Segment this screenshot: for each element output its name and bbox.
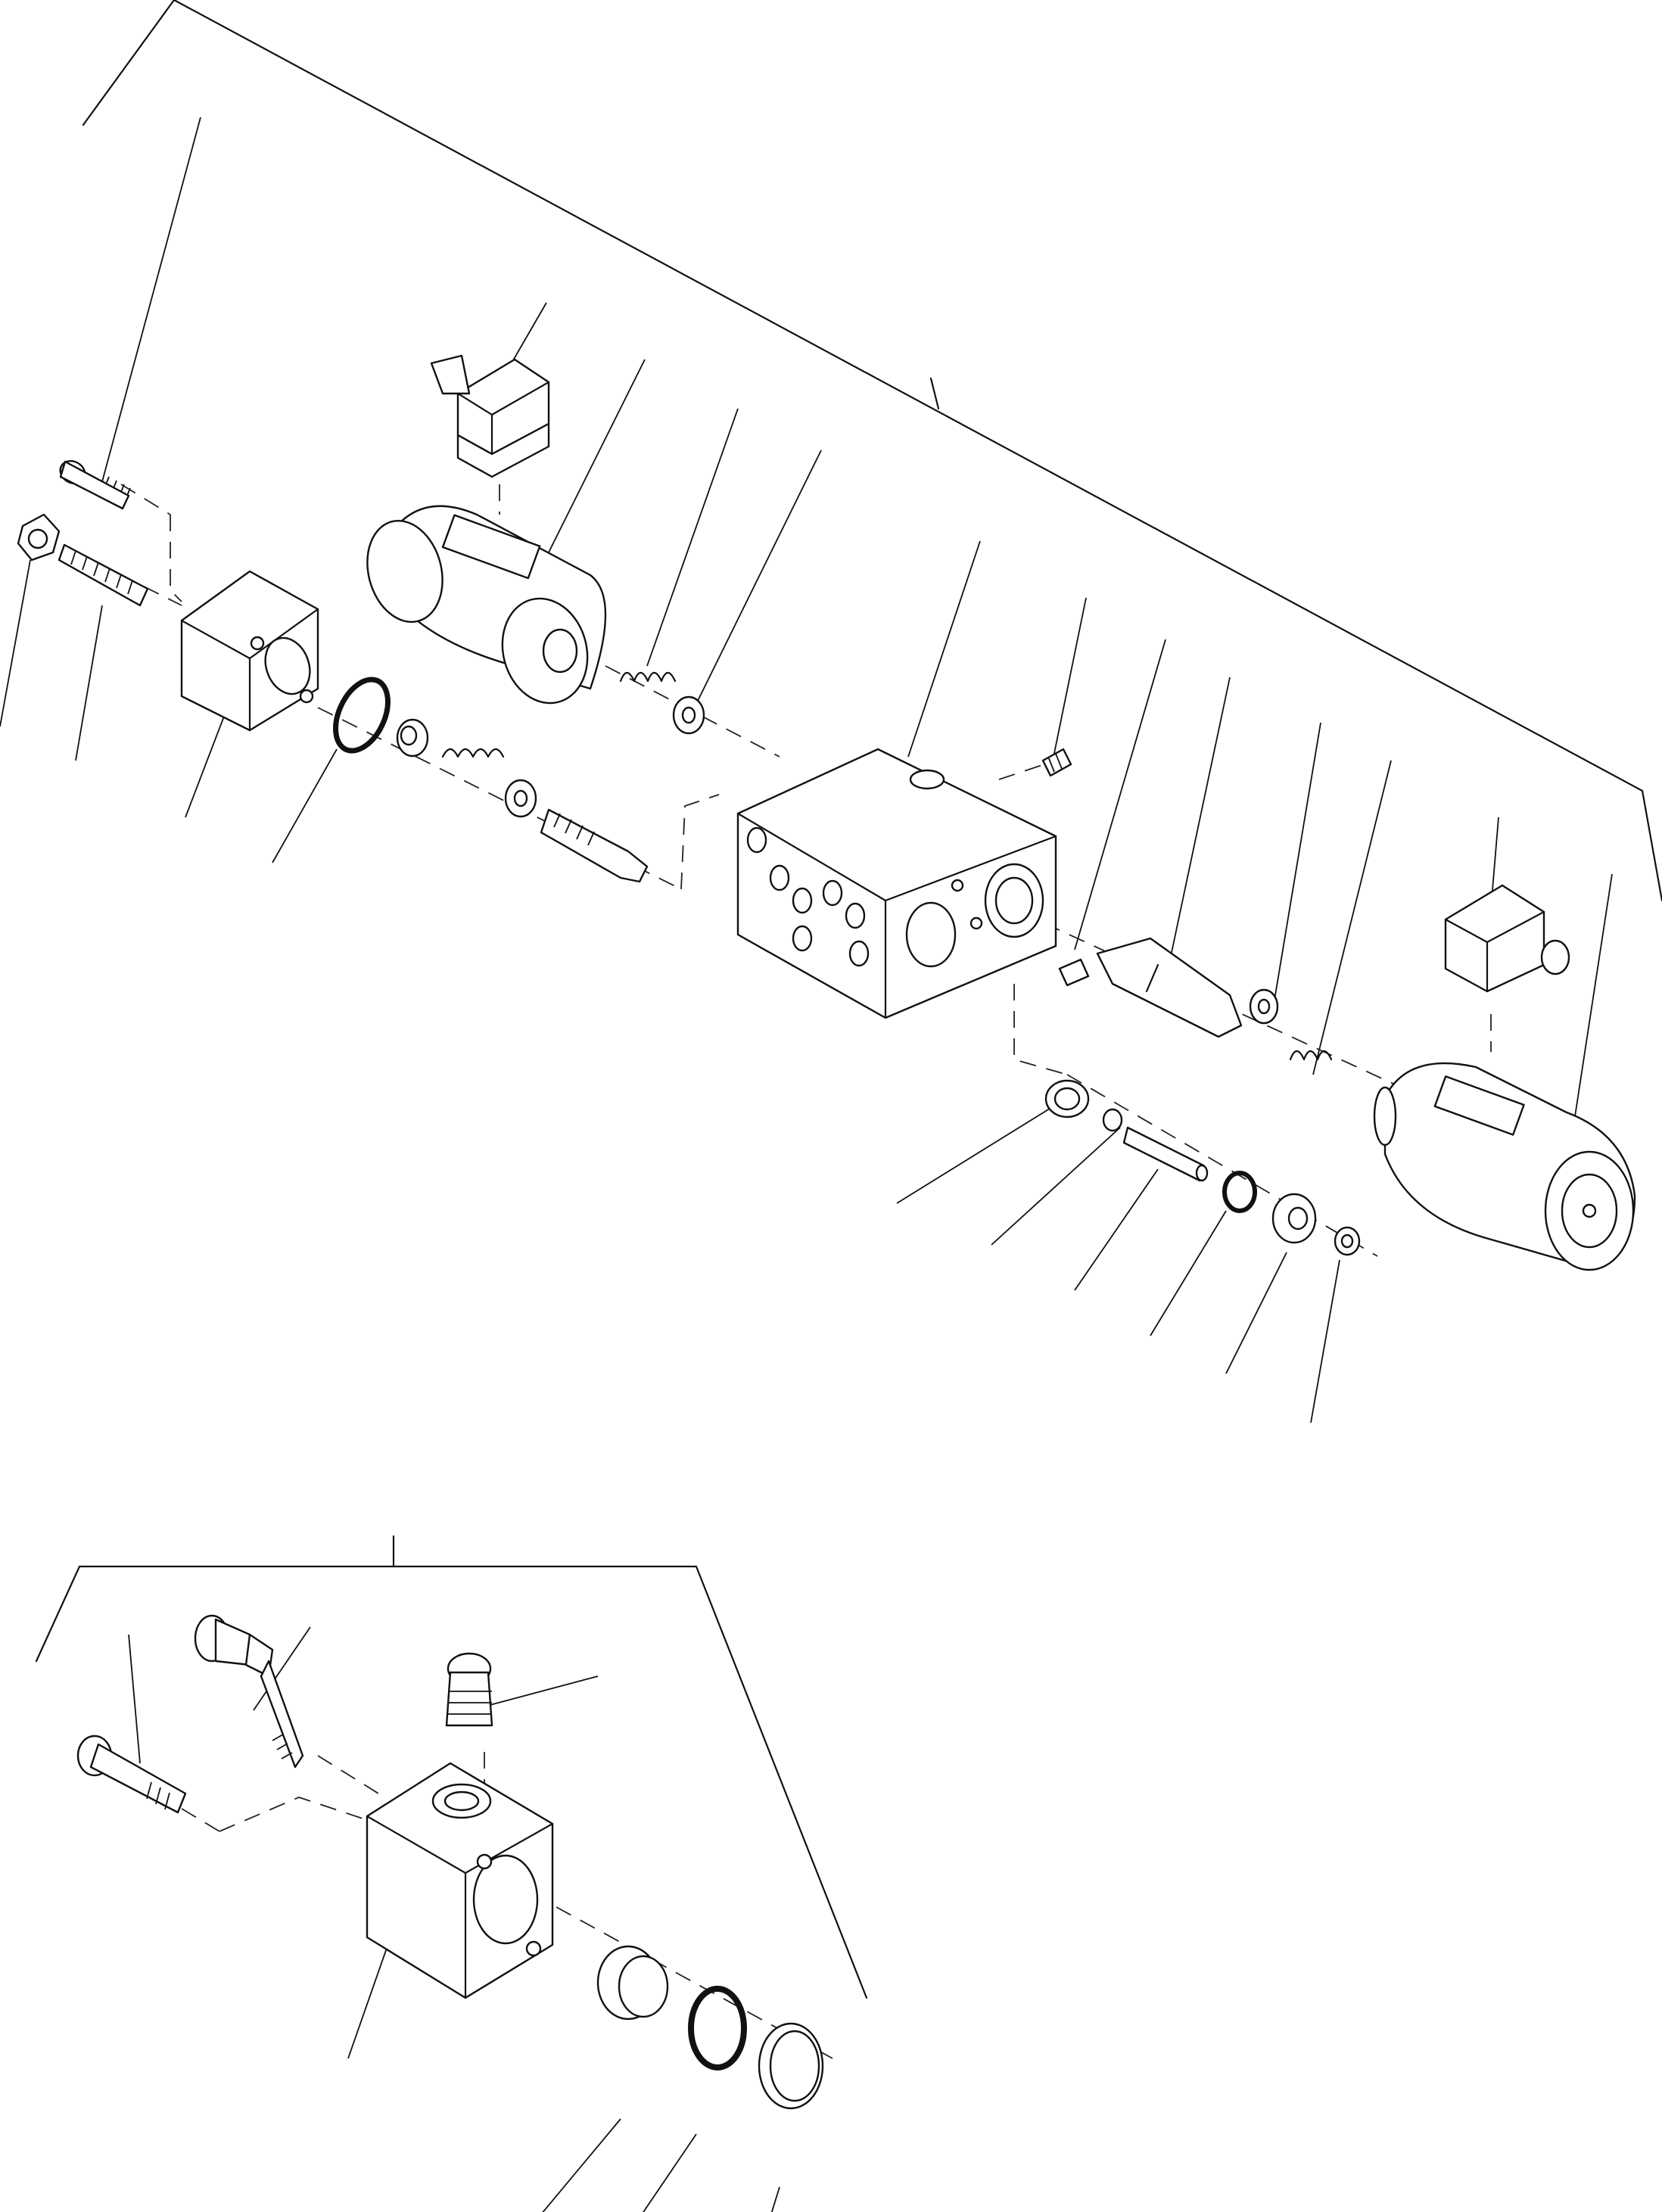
o-ring-lower [688,1986,747,2070]
plain-washer [1044,1079,1090,1118]
valve-seat-upper [672,695,705,735]
backup-ring-lower [758,2022,824,2110]
upper-assembly-bracket [82,0,1662,902]
solenoid-coil-upper [366,505,607,705]
spool-right [1096,937,1243,1038]
small-o-ring [1102,1108,1123,1132]
hex-nut [17,513,61,562]
small-washer-right [1334,1226,1361,1256]
cap-screw-upper [59,459,131,510]
set-screw-side [1058,958,1090,987]
piston [596,1945,669,2021]
main-valve-body [736,748,1057,1019]
solenoid-coil-right [1373,1062,1636,1271]
orifice-fitting [194,1614,304,1769]
upper-leader-lines [0,117,1613,1423]
pin [1122,1126,1209,1182]
spring-right [1289,1050,1333,1061]
end-cover-block-upper [180,570,319,732]
spool-parts-left [396,718,649,883]
plug-right [1271,1193,1317,1244]
o-ring-upper-left [333,677,391,754]
lower-leader-lines [128,1626,780,2212]
threaded-stud [58,543,149,607]
valve-seat-right [1249,988,1279,1025]
o-ring-lower-right [1222,1171,1257,1213]
connector-plug-right [1444,884,1570,993]
cap-screw-lower [76,1734,187,1814]
lower-assembly-bracket [35,1535,868,1999]
end-cover-block-lower [366,1762,554,1999]
spring-upper [619,671,677,683]
vent-plug [445,1652,493,1727]
set-screw-top [1041,748,1072,777]
connector-plug-upper [430,354,550,478]
